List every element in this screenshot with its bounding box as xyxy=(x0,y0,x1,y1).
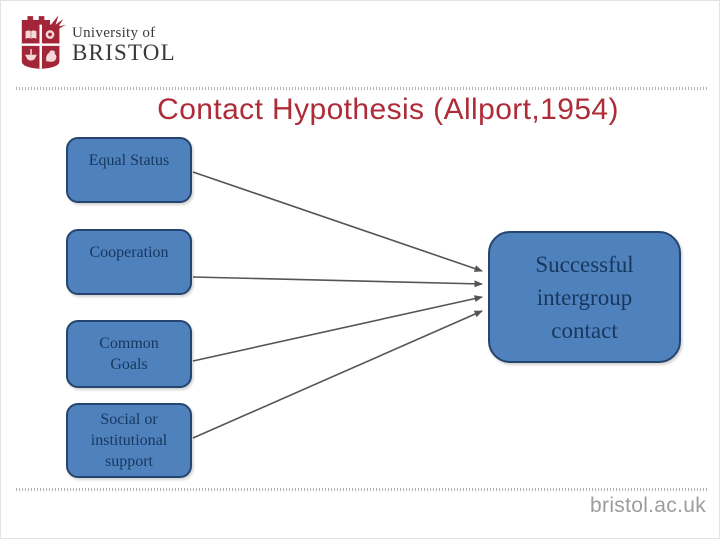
university-logo: University of BRISTOL xyxy=(19,14,176,71)
arrow-cooperation xyxy=(192,276,483,288)
footer-divider xyxy=(16,488,709,491)
footer-url: bristol.ac.uk xyxy=(590,494,706,517)
arrow-equal-status xyxy=(192,171,483,272)
header-divider xyxy=(16,87,709,90)
logo-line-university-of: University of xyxy=(72,25,156,41)
university-crest-icon xyxy=(21,15,66,69)
diagram-node-common-goals: Common Goals xyxy=(66,320,192,388)
slide-title: Contact Hypothesis (Allport,1954) xyxy=(157,93,619,126)
arrow-social-support xyxy=(192,310,483,439)
arrow-common-goals xyxy=(192,295,483,362)
diagram-node-equal-status: Equal Status xyxy=(66,137,192,203)
diagram-node-successful-intergroup-contact: Successful intergroup contact xyxy=(488,231,681,363)
diagram-node-social-support: Social or institutional support xyxy=(66,403,192,478)
diagram-node-cooperation: Cooperation xyxy=(66,229,192,295)
university-logo-text: University of BRISTOL xyxy=(72,25,176,65)
logo-line-bristol: BRISTOL xyxy=(72,40,176,65)
